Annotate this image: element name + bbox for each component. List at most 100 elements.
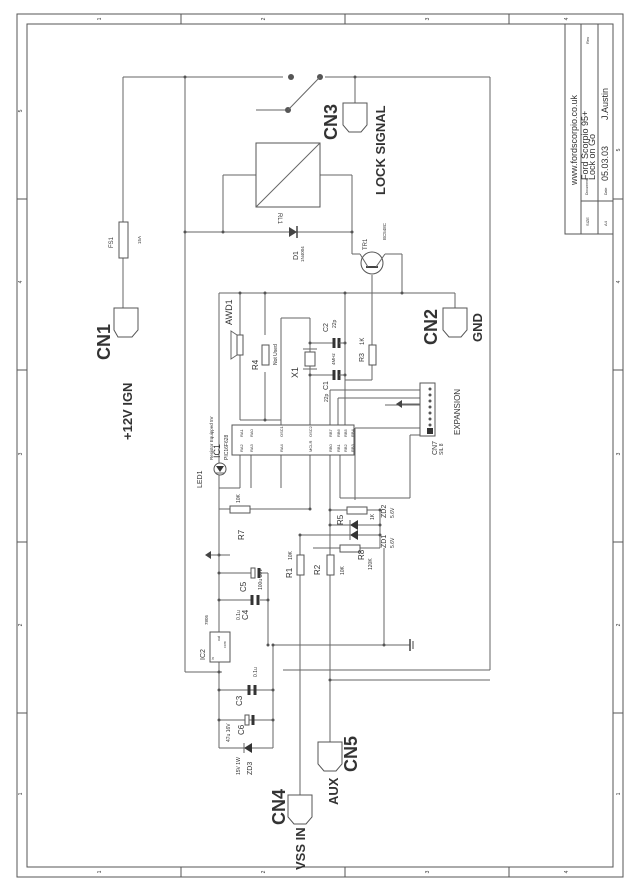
zener-zd2: ZD2 5.6V	[349, 505, 396, 530]
zone-bottom-3: 3	[425, 870, 431, 873]
zone-top-4: 4	[564, 17, 570, 20]
x1-value: 4MHz	[331, 352, 336, 365]
relay-switch	[285, 74, 323, 113]
capacitor-c3: C3 0.1u	[235, 667, 259, 706]
tr1-ref: TR1	[363, 238, 369, 250]
document-title-line2: Lock on Go	[587, 134, 597, 180]
zone-bottom-4: 4	[564, 870, 570, 873]
ground-icon	[409, 639, 414, 651]
buzzer-awd1: AWD1	[224, 299, 244, 360]
r3-ref: R3	[359, 353, 366, 362]
pin-ra4: RA4	[279, 443, 284, 452]
ic2-pin-com: com	[223, 641, 227, 648]
zone-bottom-1: 1	[97, 870, 103, 873]
r2-ref: R2	[313, 564, 322, 575]
ic1-pic16f628: IC1 PIC16F628 RA1 RA0 OSC1 RA2 RA3 RA4 M…	[212, 424, 355, 460]
website-text: www.fordscorpio.co.uk	[569, 94, 579, 186]
zone-left-2: 2	[18, 623, 24, 626]
awd1-ref: AWD1	[224, 299, 234, 325]
ic2-pin-in: in	[211, 657, 215, 660]
ic2-ref: IC2	[200, 649, 207, 660]
pin-ra2: RA2	[239, 443, 244, 452]
title-block: www.fordscorpio.co.uk Document Ford Scor…	[564, 23, 614, 235]
capacitor-c1: C1 22p	[323, 370, 345, 402]
resistor-r1: R1 10K	[285, 550, 305, 578]
connector-cn7: CN7 SIL 8 EXPANSION	[396, 382, 462, 455]
pin-rb2: RB2	[343, 443, 348, 452]
resistor-r4: R4 Not Used	[251, 344, 279, 370]
c1-value: 22p	[324, 393, 330, 402]
cn3-label: LOCK SIGNAL	[373, 105, 388, 195]
zone-left-4: 4	[18, 280, 24, 283]
tr1-value: BC548C	[382, 222, 387, 240]
c1-ref: C1	[323, 381, 330, 390]
pin-rb4: RB4	[350, 428, 355, 437]
fuse-fs1: FS1 15A	[109, 221, 142, 259]
date-value: 05.03.03	[600, 146, 610, 181]
r4-ref: R4	[251, 359, 260, 370]
zone-top-2: 2	[261, 17, 267, 20]
pin-ra1: RA1	[239, 428, 244, 437]
pin-rb7: RB7	[328, 428, 333, 437]
resistor-r5: R5 1K	[336, 506, 376, 525]
c3-ref: C3	[235, 695, 244, 706]
ic1-value: PIC16F628	[224, 434, 230, 460]
cn7-ref: CN7	[432, 441, 439, 455]
capacitor-c5: C5 100u 16V	[239, 567, 264, 592]
rl1-ref: RL1	[276, 213, 282, 225]
fs1-ref: FS1	[109, 236, 115, 248]
ic2-value: 7805	[204, 614, 209, 625]
pin-rb1: RB1	[336, 443, 341, 452]
cn3-ref: CN3	[321, 104, 341, 140]
outer-frame	[16, 13, 624, 878]
document-label: Document	[585, 179, 589, 195]
r2-value: 10K	[340, 565, 346, 575]
zd1-value: 5.6V	[390, 537, 396, 548]
size-label: SIZE	[585, 217, 590, 226]
r5-ref: R5	[336, 514, 345, 525]
ic1-ref: IC1	[212, 444, 222, 458]
c2-ref: C2	[323, 323, 330, 332]
cn4-ref: CN4	[269, 789, 289, 825]
zone-top-3: 3	[425, 17, 431, 20]
wires	[122, 76, 491, 795]
transistor-tr1: TR1 BC548C	[359, 222, 387, 275]
pin-rb0: RB0	[328, 443, 333, 452]
ic2-regulator: IC2 7805 out com in	[200, 614, 231, 663]
r5-value: 1K	[370, 513, 376, 520]
expansion-label: EXPANSION	[453, 389, 462, 435]
c4-ref: C4	[241, 609, 250, 620]
connector-cn5: CN5 AUX	[317, 736, 361, 805]
zone-right-5: 5	[616, 148, 622, 151]
c6-ref: C6	[237, 724, 246, 735]
c2-value: 22p	[332, 319, 338, 328]
c4-value: 0.1u	[236, 610, 242, 620]
cn4-label: VSS IN	[293, 827, 308, 870]
led1-note: Resistor Equipped 5V	[209, 416, 214, 460]
zener-zd3: ZD3 15V 1W	[236, 743, 254, 775]
zd3-value: 15V 1W	[236, 757, 242, 775]
zone-left-3: 3	[18, 452, 24, 455]
cn7-value: SIL 8	[439, 443, 445, 455]
pin-ra3: RA3	[249, 443, 254, 452]
d1-value: 1N4004	[300, 246, 305, 262]
r7-ref: R7	[237, 529, 246, 540]
r4-value: Not Used	[273, 344, 279, 365]
r8-ref: R8	[357, 549, 366, 560]
document-title-line1: Ford Scorpio 95+	[580, 111, 590, 180]
zone-right-1: 1	[616, 792, 622, 795]
ic2-pin-out: out	[217, 636, 221, 641]
cn2-ref: CN2	[421, 309, 441, 345]
cn1-ref: CN1	[94, 324, 114, 360]
pin-rb6: RB6	[336, 428, 341, 437]
zone-labels: 1 2 3 4 1 2 3 4 5 4 3 2 1 5 4 3 2 1	[18, 17, 622, 873]
r7-value: 10K	[236, 493, 242, 503]
c5-ref: C5	[239, 581, 248, 592]
zone-right-3: 3	[616, 452, 622, 455]
connector-cn4: CN4 VSS IN	[269, 789, 313, 870]
c5-value: 100u 16V	[258, 568, 264, 590]
rev-label: Rev	[585, 37, 590, 44]
zd2-ref: ZD2	[381, 505, 388, 518]
resistor-r8: R8 120K	[339, 544, 374, 570]
